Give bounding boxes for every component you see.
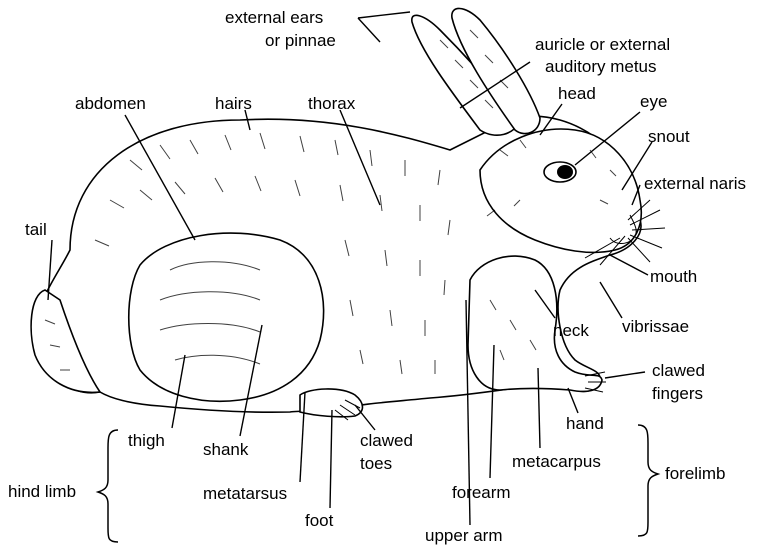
- leader-ears-b: [358, 18, 380, 42]
- leader-foot: [330, 410, 332, 508]
- label-neck: neck: [553, 321, 589, 340]
- label-metatarsus: metatarsus: [203, 484, 287, 503]
- label-external-ears: external ears: [225, 8, 323, 27]
- label-hairs: hairs: [215, 94, 252, 113]
- label-forelimb: forelimb: [665, 464, 725, 483]
- leader-toes: [355, 405, 375, 430]
- thigh-shape: [129, 233, 324, 401]
- label-upper-arm: upper arm: [425, 526, 502, 545]
- label-auricle-2: auditory metus: [545, 57, 657, 76]
- leader-vibrissae: [600, 282, 622, 318]
- label-external-naris: external naris: [644, 174, 746, 193]
- label-or-pinnae: or pinnae: [265, 31, 336, 50]
- label-thorax: thorax: [308, 94, 356, 113]
- label-hand: hand: [566, 414, 604, 433]
- leader-ears-a: [358, 12, 410, 18]
- label-mouth: mouth: [650, 267, 697, 286]
- label-metacarpus: metacarpus: [512, 452, 601, 471]
- label-foot: foot: [305, 511, 334, 530]
- label-vibrissae: vibrissae: [622, 317, 689, 336]
- label-snout: snout: [648, 127, 690, 146]
- label-forearm: forearm: [452, 483, 511, 502]
- label-clawed-toes-2: toes: [360, 454, 392, 473]
- forelimb-brace: [638, 425, 658, 536]
- label-clawed-toes-1: clawed: [360, 431, 413, 450]
- leader-fingers: [605, 372, 645, 378]
- label-head: head: [558, 84, 596, 103]
- pupil: [557, 165, 573, 179]
- hind-limb-brace: [98, 430, 118, 542]
- label-auricle-1: auricle or external: [535, 35, 670, 54]
- label-tail: tail: [25, 220, 47, 239]
- label-abdomen: abdomen: [75, 94, 146, 113]
- leader-mouth: [610, 255, 648, 275]
- label-hind-limb: hind limb: [8, 482, 76, 501]
- label-clawed-fingers-2: fingers: [652, 384, 703, 403]
- label-shank: shank: [203, 440, 249, 459]
- label-thigh: thigh: [128, 431, 165, 450]
- label-eye: eye: [640, 92, 667, 111]
- label-clawed-fingers-1: clawed: [652, 361, 705, 380]
